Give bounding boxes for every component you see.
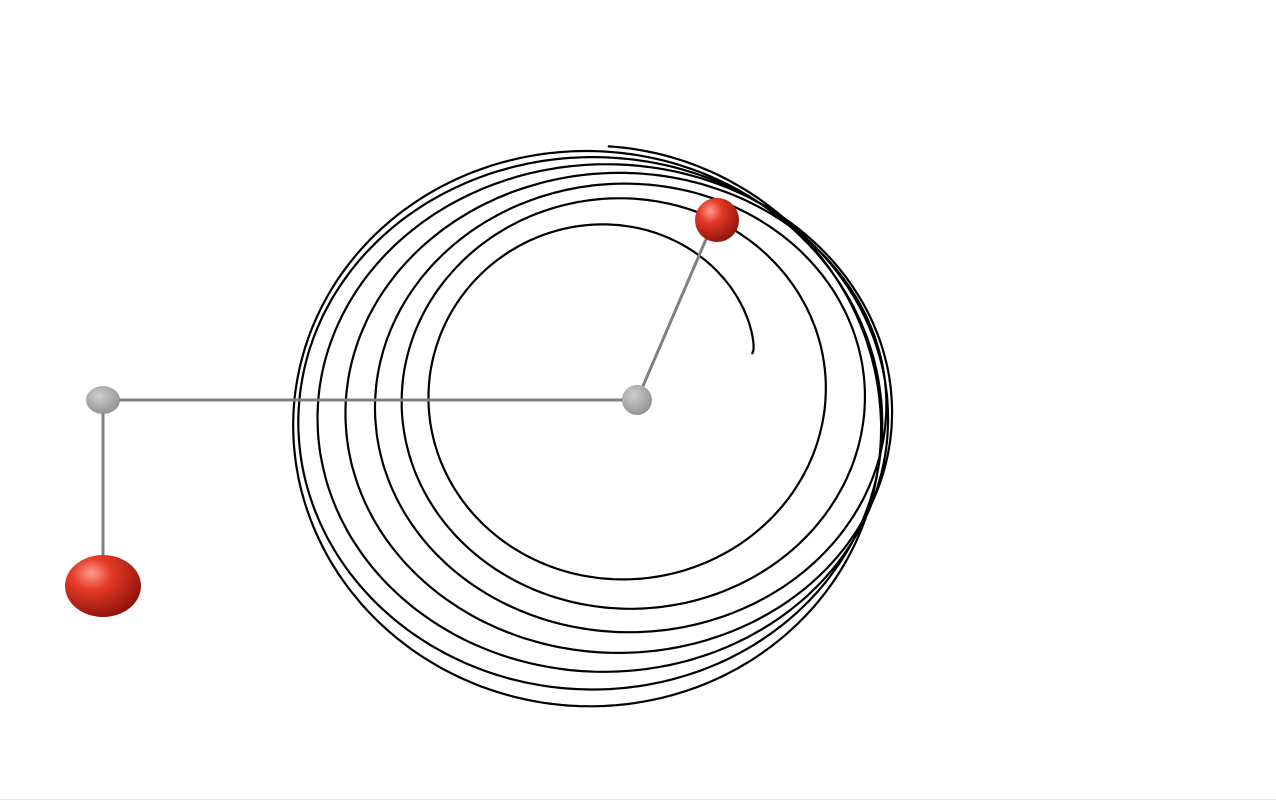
top-view-pendulum-bob <box>695 198 739 242</box>
bottom-divider <box>0 799 1276 800</box>
left-pendulum-bob <box>65 555 141 617</box>
center-pivot-joint <box>622 385 652 415</box>
top-view-pendulum-rod <box>635 229 712 401</box>
left-pivot-joint <box>86 386 120 414</box>
pendulum-trace-path <box>292 145 894 708</box>
